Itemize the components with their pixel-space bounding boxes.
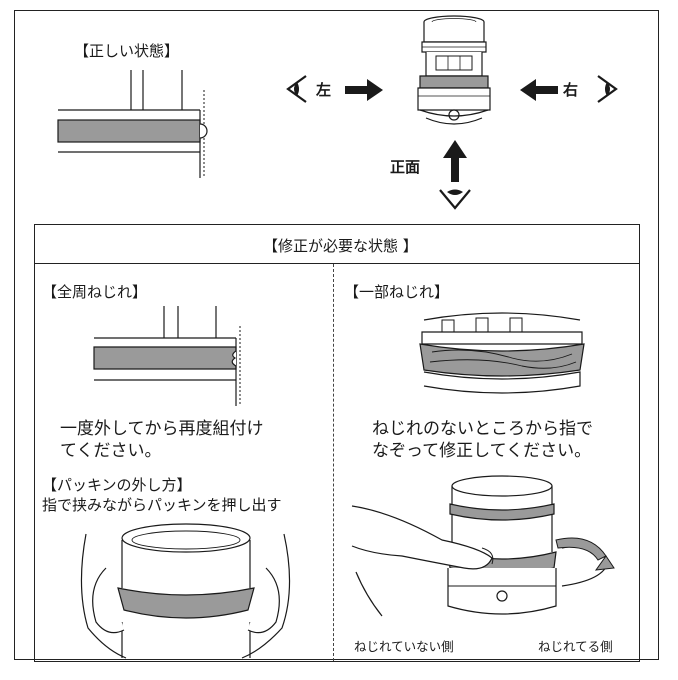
up-arrow-icon [443, 140, 467, 182]
right-arrow-icon [345, 79, 383, 101]
outer-frame [14, 10, 659, 660]
front-label: 正面 [390, 158, 421, 176]
removal-desc: 指で挟みながらパッキンを押し出す [42, 496, 282, 514]
removal-illustration [80, 523, 291, 659]
twisted-side-label: ねじれてる側 [538, 639, 613, 654]
full-twist-title: 【全周ねじれ】 [42, 283, 148, 301]
removal-title: 【パッキンの外し方】 [42, 476, 192, 494]
fix-header-divider [34, 263, 640, 264]
finger-fix-illustration [351, 475, 615, 617]
partial-twist-desc-line2: なぞって修正してください。 [372, 441, 592, 461]
left-eye-icon [286, 75, 307, 103]
correct-cross-section [57, 70, 208, 178]
fix-section-box [34, 224, 640, 662]
left-arrow-icon [520, 79, 558, 101]
correct-state-title: 【正しい状態】 [74, 42, 180, 60]
not-twisted-side-label: ねじれていない側 [354, 639, 454, 654]
front-eye-icon [439, 189, 471, 210]
right-label: 右 [563, 81, 579, 99]
full-twist-cross-section [93, 306, 241, 406]
left-label: 左 [316, 81, 332, 99]
full-twist-desc-line2: てください。 [60, 441, 162, 461]
partial-twist-title: 【一部ねじれ】 [344, 283, 450, 301]
partial-twist-desc-line1: ねじれのないところから指で [372, 419, 593, 439]
column-divider [333, 264, 334, 661]
right-eye-icon [597, 75, 618, 103]
partial-twist-illustration [419, 312, 585, 394]
valve-cartridge-illustration [417, 15, 491, 125]
full-twist-desc-line1: 一度外してから再度組付け [60, 419, 264, 439]
fix-section-header: 【修正が必要な状態 】 [263, 237, 418, 255]
